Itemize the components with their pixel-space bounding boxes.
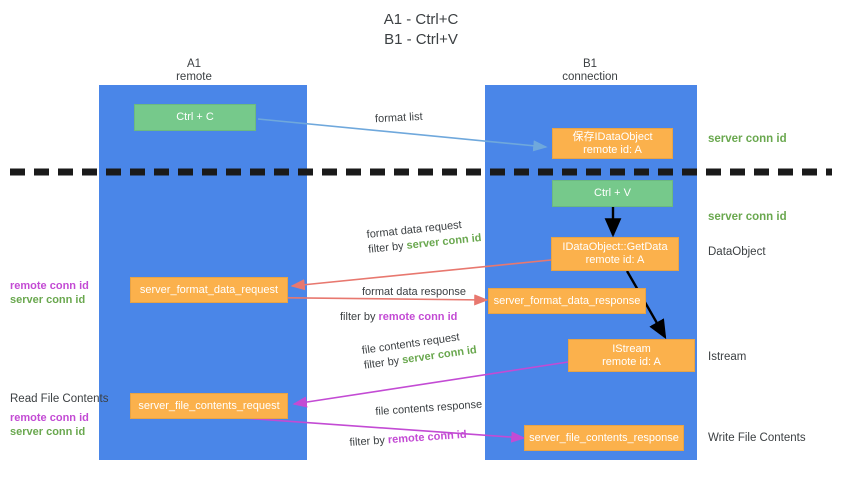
column-a1-sub: remote: [176, 71, 212, 83]
edge-label-format-list: format list: [374, 110, 423, 126]
column-b1-sub: connection: [562, 71, 618, 83]
node-istream-line2: remote id: A: [602, 355, 661, 368]
node-server-format-data-request[interactable]: server_format_data_request: [130, 277, 288, 303]
column-b1-name: B1: [582, 58, 598, 70]
right-label-write-file-contents: Write File Contents: [708, 432, 806, 444]
left-label-server-conn-id-2: server conn id: [10, 426, 86, 438]
filter-prefix: filter by: [349, 434, 389, 449]
left-label-server-conn-id-1: server conn id: [10, 294, 86, 306]
edge-label-file-contents-response-line1: file contents response: [375, 398, 483, 419]
node-server-file-contents-response[interactable]: server_file_contents_response: [524, 425, 684, 451]
node-ctrl-v[interactable]: Ctrl + V: [552, 180, 673, 207]
node-istream-line1: IStream: [612, 342, 651, 355]
node-getdata-line2: remote id: A: [585, 254, 645, 266]
left-label-conn-ids-file: remote conn id server conn id: [10, 411, 89, 439]
node-ctrl-v-label: Ctrl + V: [594, 187, 631, 199]
edge-label-file-contents-request: file contents request filter by server c…: [361, 328, 478, 374]
filter-prefix: filter by: [367, 239, 408, 256]
node-idataobject-getdata[interactable]: IDataObject::GetData remote id: A: [551, 237, 679, 271]
node-save-idataobject-line2: remote id: A: [583, 143, 642, 156]
filter-prefix: filter by: [363, 354, 404, 372]
right-label-server-conn-id-1: server conn id: [708, 133, 787, 145]
page-title: A1 - Ctrl+C B1 - Ctrl+V: [0, 10, 842, 50]
filter-value-remote-conn-id: remote conn id: [378, 311, 458, 323]
edge-label-format-data-response-line2: filter by remote conn id: [340, 310, 466, 325]
title-line-1: A1 - Ctrl+C: [383, 11, 459, 28]
node-save-idataobject[interactable]: 保存IDataObject remote id: A: [552, 128, 673, 159]
node-server-file-contents-request-label: server_file_contents_request: [138, 399, 280, 412]
left-label-remote-conn-id-1: remote conn id: [10, 280, 89, 292]
left-label-conn-ids-format: remote conn id server conn id: [10, 279, 89, 307]
edge-label-format-data-response-line1: format data response: [362, 286, 466, 298]
node-istream[interactable]: IStream remote id: A: [568, 339, 695, 372]
edge-label-format-data-response: format data response filter by remote co…: [340, 285, 466, 325]
filter-prefix: filter by: [340, 311, 379, 323]
node-server-format-data-response-label: server_format_data_response: [493, 294, 641, 307]
node-ctrl-c-label: Ctrl + C: [176, 111, 214, 123]
column-header-a1: A1 remote: [132, 58, 256, 84]
node-save-idataobject-line1: 保存IDataObject: [572, 130, 653, 143]
node-server-format-data-request-label: server_format_data_request: [139, 283, 279, 296]
node-server-format-data-response[interactable]: server_format_data_response: [488, 288, 646, 314]
edge-label-file-contents-response: file contents response filter by remote …: [347, 398, 485, 451]
edge-label-file-contents-response-line2: filter by remote conn id: [349, 427, 485, 451]
left-label-read-file-contents: Read File Contents: [10, 393, 109, 405]
node-ctrl-c[interactable]: Ctrl + C: [134, 104, 256, 131]
right-label-dataobject: DataObject: [708, 246, 766, 258]
edge-label-format-data-request: format data request filter by server con…: [366, 216, 482, 258]
column-a1-name: A1: [186, 58, 202, 70]
left-label-remote-conn-id-2: remote conn id: [10, 412, 89, 424]
node-server-file-contents-request[interactable]: server_file_contents_request: [130, 393, 288, 419]
node-server-file-contents-response-label: server_file_contents_response: [529, 431, 679, 444]
right-label-istream: Istream: [708, 351, 747, 363]
filter-value-remote-conn-id: remote conn id: [387, 428, 468, 447]
right-label-server-conn-id-2: server conn id: [708, 211, 787, 223]
title-line-2: B1 - Ctrl+V: [384, 31, 458, 48]
column-header-b1: B1 connection: [528, 58, 652, 84]
node-getdata-line1: IDataObject::GetData: [562, 241, 668, 253]
